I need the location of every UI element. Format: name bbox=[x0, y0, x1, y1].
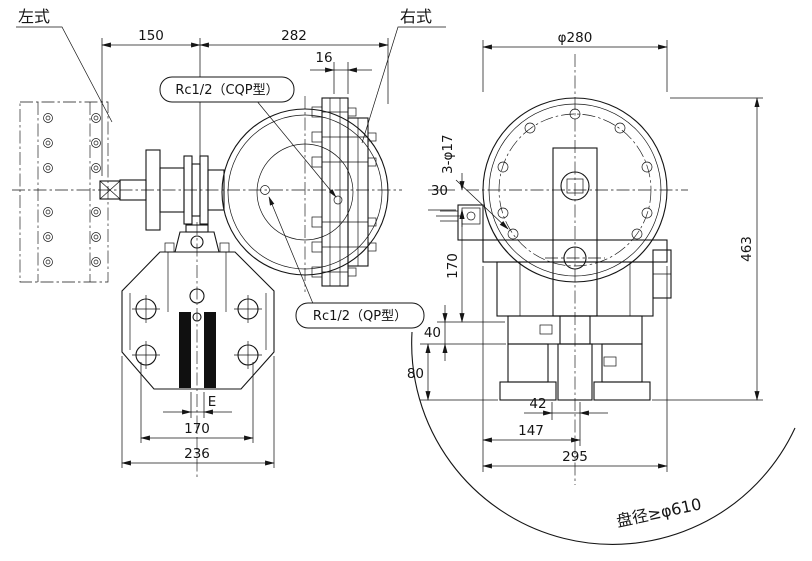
dim-42-text: 42 bbox=[529, 396, 546, 412]
cqp-port bbox=[333, 195, 343, 205]
flange bbox=[311, 97, 377, 287]
dim-30-text: 30 bbox=[431, 183, 448, 199]
dim-150-text: 150 bbox=[138, 28, 164, 44]
dim-16: 16 bbox=[310, 50, 372, 94]
callout-port-cqp: Rc1/2（CQP型） bbox=[159, 76, 337, 198]
dim-170-left-text: 170 bbox=[184, 421, 210, 437]
qp-label-box bbox=[295, 302, 425, 329]
qp-port bbox=[260, 185, 270, 195]
callout-left-type: 左式 bbox=[16, 7, 113, 123]
caliper-body bbox=[121, 224, 275, 390]
spring-cap bbox=[190, 235, 204, 249]
bolt-circle bbox=[498, 113, 652, 267]
dim-463: 463 bbox=[652, 97, 763, 401]
shaft-coupling bbox=[99, 149, 225, 231]
dim-463-text: 463 bbox=[739, 236, 755, 262]
dim-170-right: 170 bbox=[437, 209, 505, 323]
dim-295: 295 bbox=[482, 266, 668, 472]
side-port bbox=[466, 211, 476, 221]
dim-236: 236 bbox=[121, 356, 275, 468]
right-view bbox=[411, 54, 796, 545]
dim-170-left: 170 bbox=[140, 362, 254, 443]
phantom-mount bbox=[19, 101, 109, 283]
disc-edge-arc bbox=[411, 331, 796, 545]
dim-147-text: 147 bbox=[518, 423, 544, 439]
dim-E-text: E bbox=[208, 394, 217, 410]
caliper-side-body bbox=[482, 239, 668, 401]
cylinder-housing bbox=[482, 97, 668, 283]
dim-42: 42 bbox=[524, 396, 608, 446]
pad-left bbox=[179, 312, 191, 388]
dim-80: 80 bbox=[407, 343, 498, 401]
callout-right-type: 右式 bbox=[361, 7, 446, 144]
right-type-label: 右式 bbox=[400, 7, 432, 26]
left-type-label: 左式 bbox=[18, 7, 50, 26]
right-bracket bbox=[652, 249, 672, 299]
brake-cylinder-front bbox=[221, 108, 389, 276]
qp-port-label: Rc1/2（QP型） bbox=[313, 309, 407, 324]
dim-E: E bbox=[163, 392, 232, 418]
brake-pads bbox=[179, 312, 216, 388]
left-view bbox=[12, 96, 402, 478]
dim-170-right-text: 170 bbox=[445, 253, 461, 279]
dim-dia280: φ280 bbox=[482, 30, 668, 92]
dim-dia280-text: φ280 bbox=[558, 30, 593, 46]
foot-left bbox=[499, 381, 557, 401]
dim-236-text: 236 bbox=[184, 446, 210, 462]
dim-282: 282 bbox=[199, 28, 389, 104]
cqp-port-label: Rc1/2（CQP型） bbox=[175, 83, 278, 98]
cqp-label-box bbox=[159, 76, 295, 103]
dim-40: 40 bbox=[420, 305, 506, 361]
dimensions-right-view: φ280 3-φ17 30 170 40 80 bbox=[407, 30, 763, 472]
dim-80-text: 80 bbox=[407, 366, 424, 382]
dim-282-text: 282 bbox=[281, 28, 307, 44]
dim-147: 147 bbox=[482, 266, 581, 472]
dim-40-text: 40 bbox=[424, 325, 441, 341]
foot-right bbox=[593, 381, 651, 401]
dim-3-holes: 3-φ17 bbox=[440, 134, 509, 230]
callout-port-qp: Rc1/2（QP型） bbox=[268, 196, 425, 329]
pad-right bbox=[204, 312, 216, 388]
dimensions-left-view: 150 282 16 E 170 bbox=[101, 28, 389, 468]
dim-16-text: 16 bbox=[315, 50, 332, 66]
dim-holes-text: 3-φ17 bbox=[440, 134, 456, 174]
dim-295-text: 295 bbox=[562, 449, 588, 465]
disc-diameter-note: 盘径≥φ610 bbox=[615, 494, 704, 531]
leader-target-hole bbox=[507, 228, 519, 240]
